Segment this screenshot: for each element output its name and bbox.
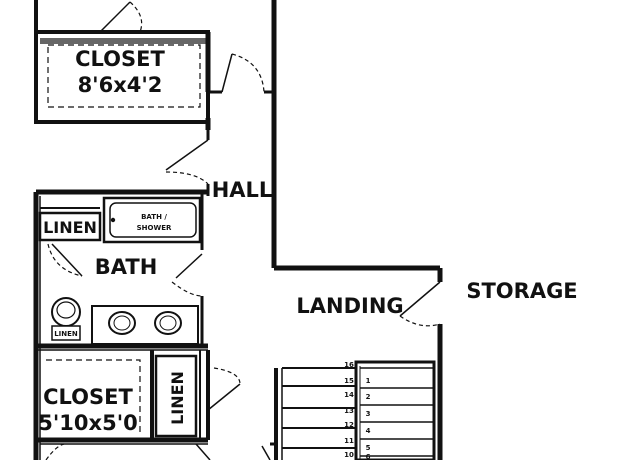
stair-number: 2: [366, 393, 371, 401]
door-swing-linen: [47, 243, 83, 277]
closet-lower-walls: [36, 350, 208, 445]
door-swing-bath: [171, 253, 203, 297]
linen-upper-label: LINEN: [43, 218, 97, 237]
door-swings-bottom: [45, 442, 276, 460]
bath-label: BATH: [95, 255, 158, 279]
linen-lower-label: LINEN: [168, 371, 187, 425]
closet-upper-label: CLOSET: [75, 47, 165, 71]
closet-lower-label: CLOSET: [43, 385, 133, 409]
landing-label: LANDING: [296, 294, 403, 318]
door-swing-hall-left: [165, 139, 210, 196]
bathtub: [102, 196, 202, 244]
stair-number: 11: [344, 437, 354, 445]
stair-number: 3: [366, 410, 371, 418]
storage-label: STORAGE: [466, 279, 577, 303]
closet-upper-dimensions: 8'6x4'2: [78, 73, 163, 97]
door-swing-closet-upper: [221, 53, 265, 93]
stair-number: 15: [344, 377, 354, 385]
linen-upper-cabinet: [38, 207, 102, 242]
toilet-tag-label: LINEN: [54, 330, 78, 338]
stair-number: 5: [366, 444, 371, 452]
stair-number: 10: [344, 451, 354, 459]
hall-label: HALL: [212, 178, 273, 202]
bath-fixture-label-line2: SHOWER: [137, 224, 172, 232]
stair-number: 4: [366, 427, 371, 435]
bath-walls: [33, 189, 208, 460]
vanity: [91, 305, 199, 345]
linen-lower-cabinet: [154, 350, 210, 440]
toilet: [51, 297, 81, 341]
stair-number: 16: [344, 361, 354, 369]
door-swing-lower: [207, 367, 241, 411]
closet-lower-dimensions: 5'10x5'0: [38, 411, 137, 435]
stair-number: 14: [344, 391, 354, 399]
door-swing-top: [99, 1, 143, 33]
stair-number: 12: [344, 421, 354, 429]
bath-fixture-label-line1: BATH /: [141, 213, 167, 221]
hall-walls: [205, 0, 443, 282]
storage-door: [399, 281, 443, 460]
stair-number: 6: [366, 453, 371, 460]
stair-number: 13: [344, 407, 354, 415]
stair-number: 1: [366, 377, 371, 385]
closet-upper-walls: [34, 0, 210, 124]
stairs: [274, 360, 436, 460]
